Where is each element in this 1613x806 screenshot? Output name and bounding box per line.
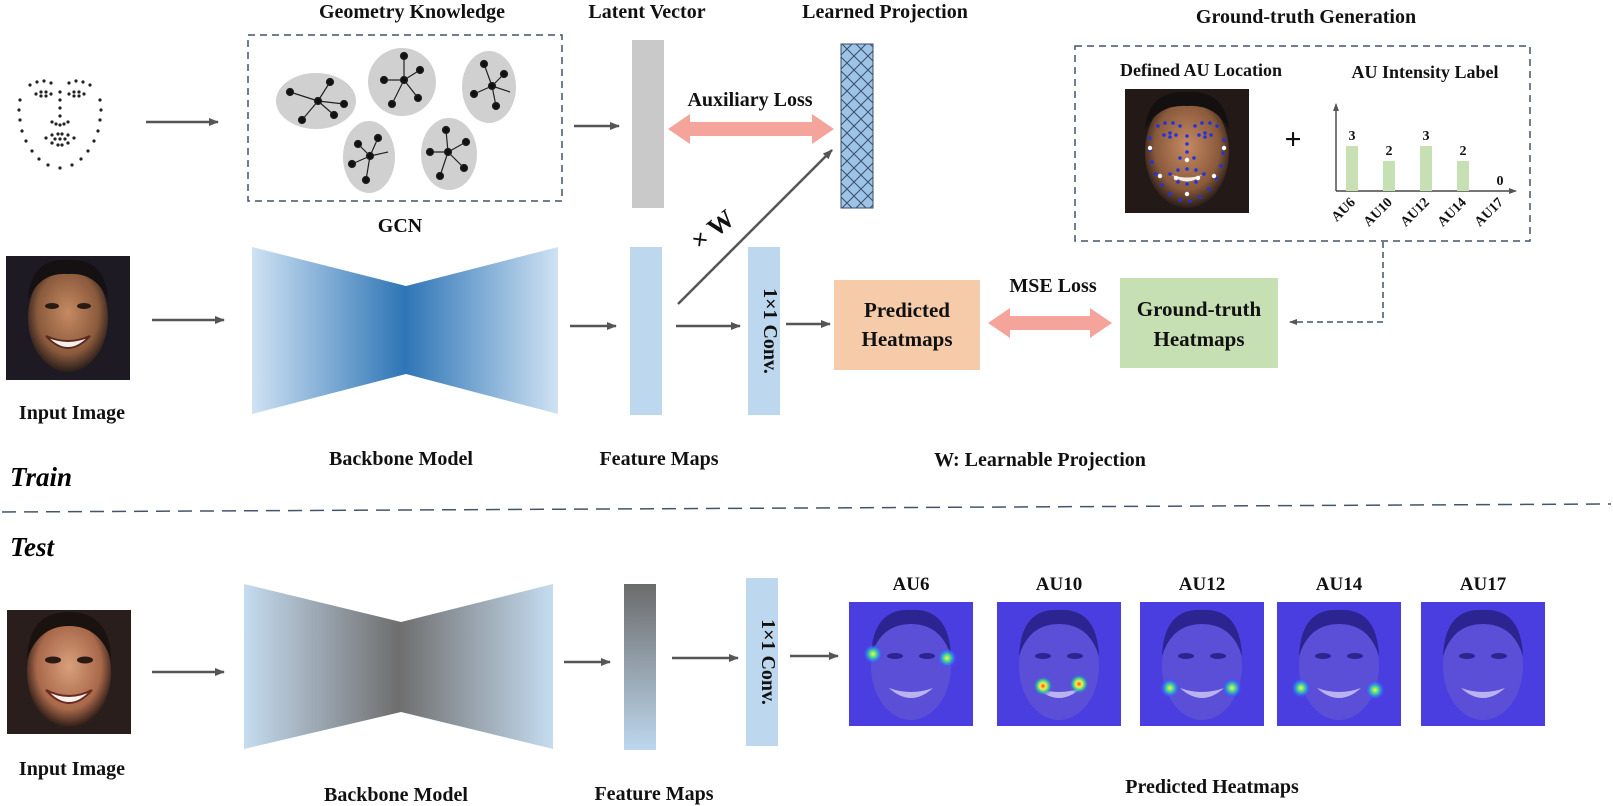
- test-section-label: Test: [10, 532, 56, 562]
- heatmap-au10: [997, 602, 1121, 726]
- feature-maps-test: [624, 584, 656, 750]
- au-bar-value-au17: 0: [1497, 174, 1504, 189]
- gt-generation-box: [1074, 45, 1531, 242]
- learned-projection-title: Learned Projection: [802, 1, 968, 23]
- plus-sign: +: [1284, 123, 1301, 156]
- backbone-model-test-label: Backbone Model: [324, 784, 468, 806]
- predicted-heatmaps-box: [834, 280, 980, 370]
- au-bar-value-au10: 2: [1386, 144, 1393, 159]
- gt-heatmaps-label-2: Heatmaps: [1154, 327, 1245, 351]
- feature-maps-train-label: Feature Maps: [599, 448, 718, 470]
- mse-loss-label: MSE Loss: [1009, 275, 1096, 297]
- geometry-knowledge-box: [247, 34, 563, 202]
- au-bar-au14: [1457, 161, 1469, 191]
- predicted-heatmaps-title: Predicted Heatmaps: [1125, 776, 1299, 798]
- input-image-test-label: Input Image: [19, 758, 125, 780]
- au-bar-value-au12: 3: [1423, 129, 1430, 144]
- au-bar-label-au17: AU17: [1472, 195, 1507, 230]
- heatmap-au17: [1421, 602, 1545, 726]
- au-bar-au12: [1420, 146, 1432, 191]
- gt-generation-connector: [1289, 242, 1384, 325]
- times-w-label: × W: [685, 204, 740, 256]
- input-image-train-label: Input Image: [19, 402, 125, 424]
- heatmap-label-au17: AU17: [1460, 574, 1507, 595]
- auxiliary-loss-arrow: [668, 114, 834, 144]
- heatmap-au12: [1140, 602, 1264, 726]
- au-bar-value-au6: 3: [1349, 129, 1356, 144]
- conv-test: [746, 578, 778, 746]
- latent-vector-bar: [632, 40, 664, 208]
- feature-maps-train: [630, 247, 662, 415]
- latent-vector-title: Latent Vector: [588, 1, 705, 23]
- heatmap-au6: [849, 602, 973, 726]
- au-location-image: [1125, 89, 1249, 213]
- au-bar-label-au10: AU10: [1361, 195, 1396, 230]
- au-bar-au6: [1346, 146, 1358, 191]
- au-location-label: Defined AU Location: [1120, 60, 1282, 80]
- feature-maps-test-label: Feature Maps: [594, 783, 713, 805]
- train-section-label: Train: [10, 462, 72, 492]
- au-bar-label-au14: AU14: [1435, 195, 1470, 230]
- au-bar-label-au12: AU12: [1398, 195, 1433, 230]
- au-bar-label-au6: AU6: [1329, 195, 1359, 225]
- heatmap-label-au6: AU6: [893, 574, 930, 595]
- learned-projection-bar: [840, 43, 874, 209]
- heatmap-au14: [1277, 602, 1401, 726]
- au-bar-value-au14: 2: [1460, 144, 1467, 159]
- mse-loss-arrow: [988, 308, 1112, 338]
- predicted-heatmaps-row: AU6 AU10 AU12 AU14 AU17: [849, 574, 1545, 726]
- au-bar-au10: [1383, 161, 1395, 191]
- train-test-divider: [1, 503, 1612, 513]
- backbone-model-test: [244, 584, 553, 749]
- input-image-test: [7, 610, 131, 734]
- heatmap-label-au14: AU14: [1316, 574, 1363, 595]
- w-note: W: Learnable Projection: [934, 449, 1146, 471]
- gt-heatmaps-label-1: Ground-truth: [1137, 297, 1262, 321]
- au-intensity-label: AU Intensity Label: [1351, 62, 1498, 82]
- graph-cluster-icons: [276, 48, 516, 193]
- input-image-train: [6, 256, 130, 380]
- conv-train-label: 1×1 Conv.: [759, 288, 781, 374]
- conv-train: [748, 247, 780, 415]
- backbone-model-train: [252, 247, 558, 414]
- geometry-knowledge-title: Geometry Knowledge: [319, 1, 505, 23]
- heatmap-label-au10: AU10: [1036, 574, 1082, 595]
- gcn-label: GCN: [378, 215, 423, 237]
- landmark-face-icon: [17, 79, 103, 170]
- conv-test-label: 1×1 Conv.: [757, 619, 779, 705]
- heatmap-label-au12: AU12: [1179, 574, 1225, 595]
- backbone-model-train-label: Backbone Model: [329, 448, 473, 470]
- auxiliary-loss-label: Auxiliary Loss: [687, 89, 812, 111]
- gt-heatmaps-box: [1120, 278, 1278, 368]
- arrow-features-to-projection: [677, 149, 833, 305]
- gt-generation-title: Ground-truth Generation: [1196, 6, 1416, 28]
- predicted-heatmaps-label-1: Predicted: [864, 298, 950, 322]
- predicted-heatmaps-label-2: Heatmaps: [862, 327, 953, 351]
